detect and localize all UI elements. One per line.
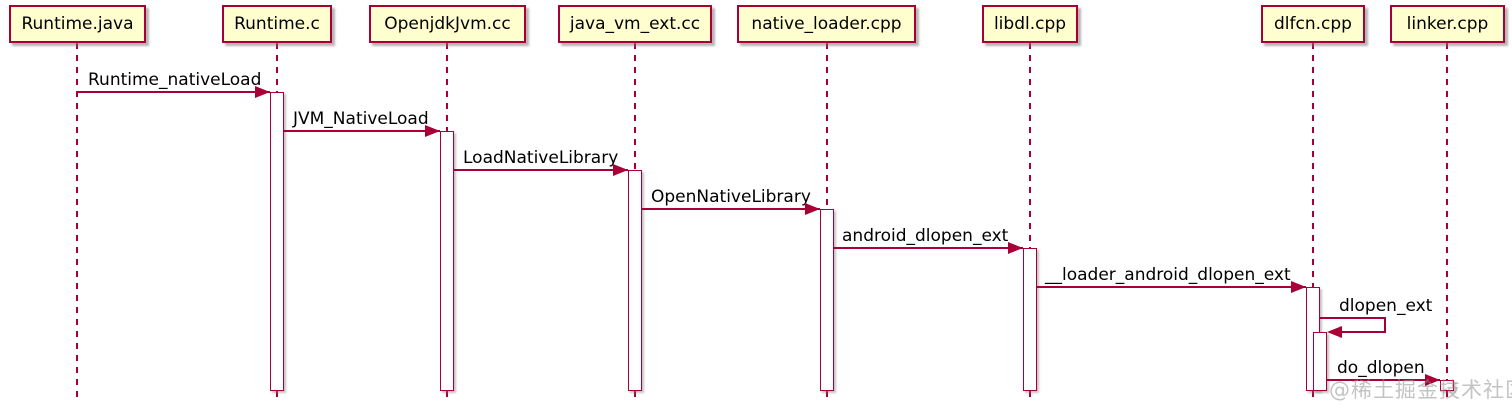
participant-linker-cpp: linker.cpp <box>1390 5 1505 43</box>
message-line-android-dlopen-ext <box>834 247 1023 249</box>
message-line-opennativelibrary <box>642 208 820 210</box>
message-line-jvm-nativeload <box>284 130 440 132</box>
participant-libdl-cpp: libdl.cpp <box>982 5 1078 43</box>
message-label-loadnativelibrary: LoadNativeLibrary <box>463 148 619 168</box>
message-label-opennativelibrary: OpenNativeLibrary <box>651 187 811 207</box>
message-label-runtime-nativeload: Runtime_nativeLoad <box>88 70 262 90</box>
message-line-loadnativelibrary <box>454 169 628 171</box>
lifeline-linker-cpp <box>1446 43 1448 403</box>
participant-native-loader-cpp: native_loader.cpp <box>737 5 916 43</box>
participant-runtime-c: Runtime.c <box>222 5 332 43</box>
activation-runtime-c <box>270 92 284 391</box>
self-message-return-line <box>1341 331 1386 333</box>
self-message-out-line <box>1320 317 1386 319</box>
lifeline-dlfcn-cpp <box>1312 43 1314 403</box>
activation-linker-cpp <box>1440 380 1454 391</box>
arrowhead-icon <box>1327 326 1342 338</box>
message-label-do-dlopen: do_dlopen <box>1337 358 1425 378</box>
message-label-dlopen-ext: dlopen_ext <box>1339 296 1433 316</box>
participant-runtime-java: Runtime.java <box>9 5 146 43</box>
activation-dlfcn-cpp-nested <box>1313 332 1327 391</box>
message-line-loader-android-dlopen-ext <box>1037 286 1306 288</box>
lifeline-libdl-cpp <box>1029 43 1031 403</box>
participant-openjdkjvm-cc: OpenjdkJvm.cc <box>369 5 526 43</box>
activation-libdl-cpp <box>1023 248 1037 391</box>
arrowhead-icon <box>1008 242 1023 254</box>
watermark: @稀土掘金技术社区 <box>1329 378 1512 402</box>
message-label-loader-android-dlopen-ext: __loader_android_dlopen_ext <box>1045 265 1291 285</box>
message-line-runtime-nativeload <box>77 91 270 93</box>
arrowhead-icon <box>425 125 440 137</box>
lifeline-runtime-java <box>76 43 78 403</box>
participant-java-vm-ext-cc: java_vm_ext.cc <box>558 5 712 43</box>
arrowhead-icon <box>255 86 270 98</box>
activation-java-vm-ext-cc <box>628 170 642 391</box>
message-label-android-dlopen-ext: android_dlopen_ext <box>842 226 1009 246</box>
self-message-vertical-line <box>1384 317 1386 333</box>
arrowhead-icon <box>1291 281 1306 293</box>
arrowhead-icon <box>805 203 820 215</box>
activation-native-loader-cpp <box>820 209 834 391</box>
arrowhead-icon <box>1425 374 1440 386</box>
message-line-do-dlopen <box>1327 379 1440 381</box>
arrowhead-icon <box>613 164 628 176</box>
message-label-jvm-nativeload: JVM_NativeLoad <box>293 109 429 129</box>
activation-openjdkjvm-cc <box>440 131 454 391</box>
participant-dlfcn-cpp: dlfcn.cpp <box>1261 5 1365 43</box>
